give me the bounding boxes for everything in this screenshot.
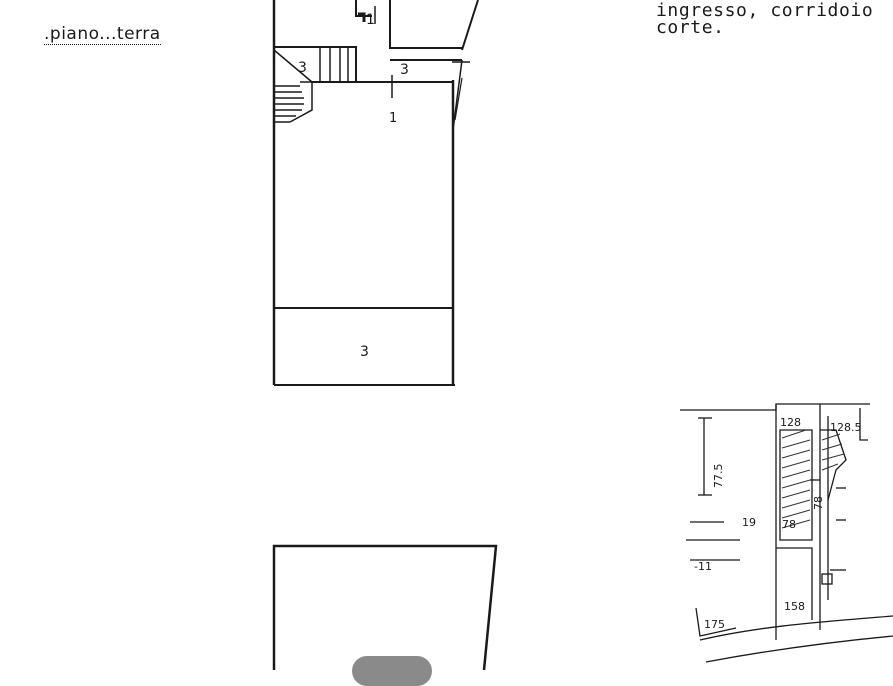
room-label-stair: 3 — [298, 60, 307, 76]
room-label-main: 1 — [389, 111, 397, 126]
room-label-yard: 3 — [360, 344, 369, 360]
legend-line: ingresso, corridoio — [656, 0, 874, 21]
room-label-landing: 3 — [400, 62, 409, 78]
dim-label: -11 — [694, 560, 712, 573]
dim-label: 158 — [784, 600, 805, 613]
section-drawing — [680, 403, 893, 663]
wall-stub-top — [358, 12, 366, 22]
viewer-badge[interactable] — [352, 656, 432, 686]
plan-top-room-right — [461, 0, 479, 51]
stair-treads — [273, 48, 349, 123]
section-hatching — [781, 429, 845, 529]
plan-top-room-box — [389, 0, 462, 49]
dim-label: 175 — [704, 618, 725, 631]
dim-label: 128.5 — [830, 421, 862, 434]
dim-label: 78 — [812, 496, 825, 510]
dim-label: 77.5 — [712, 464, 725, 489]
floor-label: .piano...terra — [44, 24, 161, 45]
room-label-top-small: 1 — [366, 12, 375, 28]
dim-label: 19 — [742, 516, 756, 529]
plan-landing-line — [274, 46, 357, 82]
plan-small-partition — [355, 0, 372, 17]
floor-plan-drawing: 1 3 3 1 3 128 128.5 77.5 19 78 78 -11 15… — [272, 0, 893, 670]
plan-diag-right2 — [454, 77, 463, 121]
dim-label: 78 — [782, 518, 796, 531]
plan-diag-right — [452, 59, 463, 131]
legend-text: ingresso, corridoio corte. — [656, 0, 874, 38]
lower-plan-outline — [272, 544, 498, 670]
legend-line: corte. — [656, 17, 725, 38]
dim-label: 128 — [780, 416, 801, 429]
